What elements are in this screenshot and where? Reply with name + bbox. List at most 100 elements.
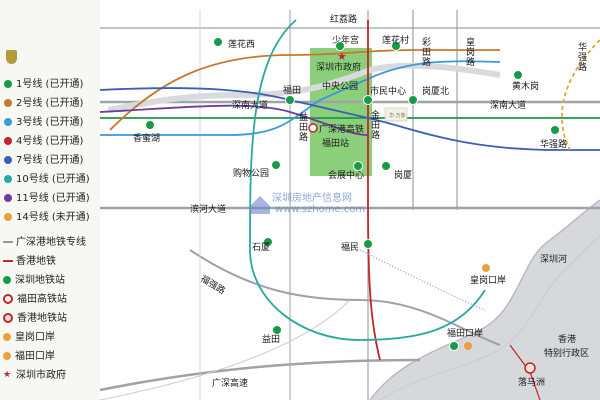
legend-symbol-5: 皇岗口岸	[3, 332, 55, 344]
station-shaoniangong-label: 少年宫	[332, 34, 359, 46]
watermark-line2: www.szhome.com	[275, 204, 365, 215]
legend-line-dot-icon	[4, 80, 12, 88]
legend-line-label: 1号线 (已开通)	[16, 79, 84, 90]
road-huanggang-label: 皇岗路	[466, 36, 475, 68]
road-caitian-label: 彩田路	[422, 37, 431, 68]
road-binhe-label: 滨河大道	[190, 203, 226, 215]
legend-line-label: 14号线 (未开通)	[16, 212, 90, 223]
hsr-station-label-line1: 广深港高铁	[319, 123, 364, 135]
hk-mtr-station-icon	[3, 313, 13, 323]
road-shennan-right-label: 深南大道	[490, 99, 526, 111]
government-star-icon: ★	[3, 370, 12, 380]
legend-line-dot-icon	[4, 99, 12, 107]
legend-line-7: 14号线 (未开通)	[3, 212, 90, 224]
legend-line-dot-icon	[4, 175, 12, 183]
government-star-icon: ★	[337, 50, 347, 63]
svg-text:彩田路: 彩田路	[422, 37, 431, 68]
station-shixia-icon	[263, 237, 273, 247]
station-markers	[145, 37, 560, 374]
legend-line-5: 10号线 (已开通)	[3, 174, 90, 186]
station-huizhanzhongxin-label: 会展中心	[328, 169, 364, 181]
river-edge-lower	[379, 235, 600, 400]
legend-line-label: 11号线 (已开通)	[16, 193, 90, 204]
station-gangxia-label: 岗厦	[394, 170, 412, 181]
station-luomazhou-icon	[524, 362, 536, 374]
watermark-line1: 深圳房地产信息网	[272, 191, 352, 204]
legend-symbol-label: 皇岗口岸	[15, 332, 55, 343]
station-yitian-icon	[272, 325, 282, 335]
road-fuqiang-label: 福强路	[198, 272, 227, 296]
legend-symbol-1: 香港地铁	[3, 256, 56, 268]
station-xiangmihu-icon	[145, 120, 155, 130]
legend-line-label: 2号线 (已开通)	[16, 98, 84, 109]
legend-line-1: 2号线 (已开通)	[3, 98, 83, 110]
legend-line-dot-icon	[4, 118, 12, 126]
tower-tag-label: 华·万象	[389, 112, 406, 119]
legend-line-dot-icon	[4, 137, 12, 145]
station-huaqianglu-label: 华强路	[540, 138, 567, 150]
legend-line-dot-icon	[4, 156, 12, 164]
station-futian-icon	[285, 95, 295, 105]
legend-symbol-label: 福田口岸	[15, 351, 55, 362]
line-11	[100, 104, 369, 136]
line-3	[100, 60, 501, 136]
svg-text:华强路: 华强路	[578, 41, 587, 73]
metro-lines	[100, 19, 600, 400]
station-lianhuacun-label: 莲花村	[382, 34, 409, 46]
legend-line-4: 7号线 (已开通)	[3, 155, 83, 167]
legend-symbol-0: 广深港地铁专线	[3, 237, 86, 249]
legend-line-label: 4号线 (已开通)	[16, 136, 84, 147]
road-guangshen-label: 广深高速	[212, 377, 248, 389]
legend-line-3: 4号线 (已开通)	[3, 136, 83, 148]
legend-symbol-6: 福田口岸	[3, 351, 55, 363]
tower-building	[384, 107, 408, 122]
legend-line-dot-icon	[4, 194, 12, 202]
legend-symbol-label: 深圳市政府	[16, 370, 66, 381]
legend-line-6: 11号线 (已开通)	[3, 193, 90, 205]
station-yitian-label: 益田	[262, 333, 280, 345]
futian-hsr-station-icon	[308, 123, 318, 133]
station-gouwugongyuan-icon	[271, 160, 281, 170]
legend-panel: 1号线 (已开通) 2号线 (已开通) 3号线 (已开通) 4号线 (已开通) 7号线 …	[0, 0, 100, 400]
station-fumin-icon	[363, 239, 373, 249]
watermark: 深圳房地产信息网 www.szhome.com	[250, 191, 365, 215]
legend-symbol-7: ★ 深圳市政府	[3, 370, 66, 382]
legend-symbol-label: 香港地铁	[16, 256, 56, 267]
legend-symbol-2: 深圳地铁站	[3, 275, 65, 287]
station-gangxiabei-label: 岗厦北	[422, 86, 449, 97]
huanggang-port-icon	[3, 333, 11, 341]
line-2	[109, 49, 500, 131]
station-huangmugang-icon	[513, 70, 523, 80]
road-yitian-label: 益田路	[299, 111, 308, 143]
metro-map: ★ 华·万象 红荔路 深南大道 深南大道 滨河大道 福强路 广深高速 彩田路 皇…	[100, 10, 600, 400]
road-shennan-left-label: 深南大道	[232, 99, 268, 111]
station-huizhanzhongxin-icon	[353, 161, 363, 171]
station-futiankouan-icon	[449, 341, 459, 351]
hsr-station-label-line2: 福田站	[322, 137, 349, 149]
svg-text:皇岗路: 皇岗路	[466, 36, 475, 68]
government-label: 深圳市政府	[316, 61, 361, 73]
legend-symbol-label: 福田高铁站	[17, 294, 67, 305]
dedicated-line-icon	[3, 241, 13, 243]
hk-label-line1: 香港	[558, 333, 576, 345]
futian-port-icon	[464, 342, 472, 350]
station-lianhuacun-icon	[391, 41, 401, 51]
hk-label-line2: 特别行政区	[544, 347, 589, 359]
shenzhen-river-label: 深圳河	[540, 253, 567, 265]
hk-mtr-line-icon	[3, 260, 13, 262]
station-shiminzhongxin-icon	[363, 95, 373, 105]
legend-line-label: 3号线 (已开通)	[16, 117, 84, 128]
svg-text:金田路: 金田路	[371, 109, 380, 141]
station-lianhuaxi-icon	[213, 37, 223, 47]
station-shiminzhongxin-label: 市民中心	[370, 85, 406, 97]
legend-symbol-3: 福田高铁站	[3, 294, 67, 306]
station-futiankouan-label: 福田口岸	[447, 327, 483, 339]
station-huangmugang-label: 黄木岗	[512, 80, 539, 92]
legend-line-label: 7号线 (已开通)	[16, 155, 84, 166]
station-gangxia-icon	[381, 161, 391, 171]
legend-symbol-label: 深圳地铁站	[15, 275, 65, 286]
station-shaoniangong-icon	[335, 41, 345, 51]
futian-hsr-station-icon	[3, 294, 13, 304]
legend-tag-icon	[6, 50, 17, 64]
station-xiangmihu-label: 香蜜湖	[133, 132, 160, 144]
